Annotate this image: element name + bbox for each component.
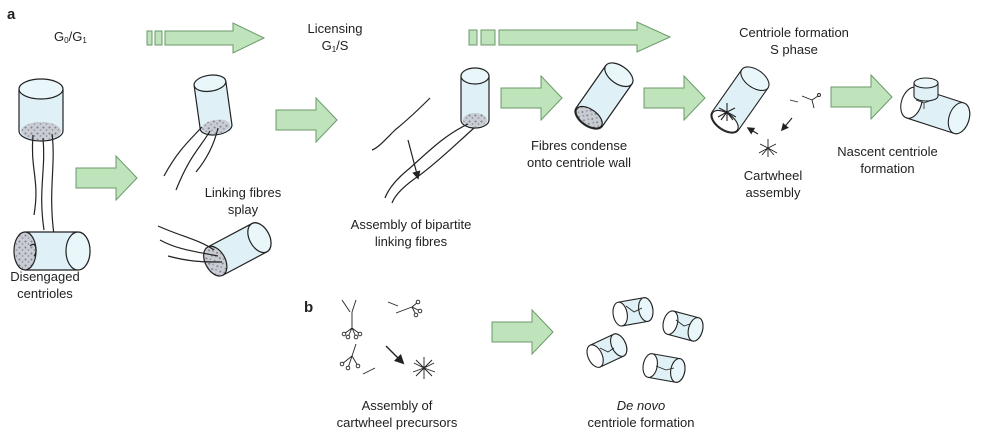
- disengaged-centrioles: [13, 78, 91, 271]
- process-arrow-b: [491, 308, 554, 356]
- nascent-centriole: [900, 77, 971, 135]
- bipartite-fibres: [371, 67, 490, 204]
- timeline-arrow-1: [146, 22, 266, 54]
- linking-fibres-splay: [157, 74, 272, 277]
- de-novo-centrioles: [586, 297, 704, 383]
- cartwheel-assembly: [710, 66, 821, 157]
- stage-licensing: Licensing G1/S: [307, 21, 363, 54]
- process-arrow-2: [275, 96, 338, 144]
- process-arrow-5: [830, 73, 893, 121]
- process-arrow-3: [500, 74, 563, 122]
- panel-b-label: b: [304, 299, 314, 316]
- cartwheel-precursors: [339, 299, 436, 379]
- stage-g0-g1: G0/G1: [54, 29, 87, 45]
- panel-a-label: a: [7, 6, 16, 23]
- stage-centriole-formation: Centriole formation S phase: [739, 25, 849, 57]
- fibres-condense-centriole: [574, 62, 634, 130]
- timeline-arrow-2: [468, 21, 672, 53]
- process-arrow-1: [75, 154, 138, 202]
- process-arrow-4: [643, 74, 706, 122]
